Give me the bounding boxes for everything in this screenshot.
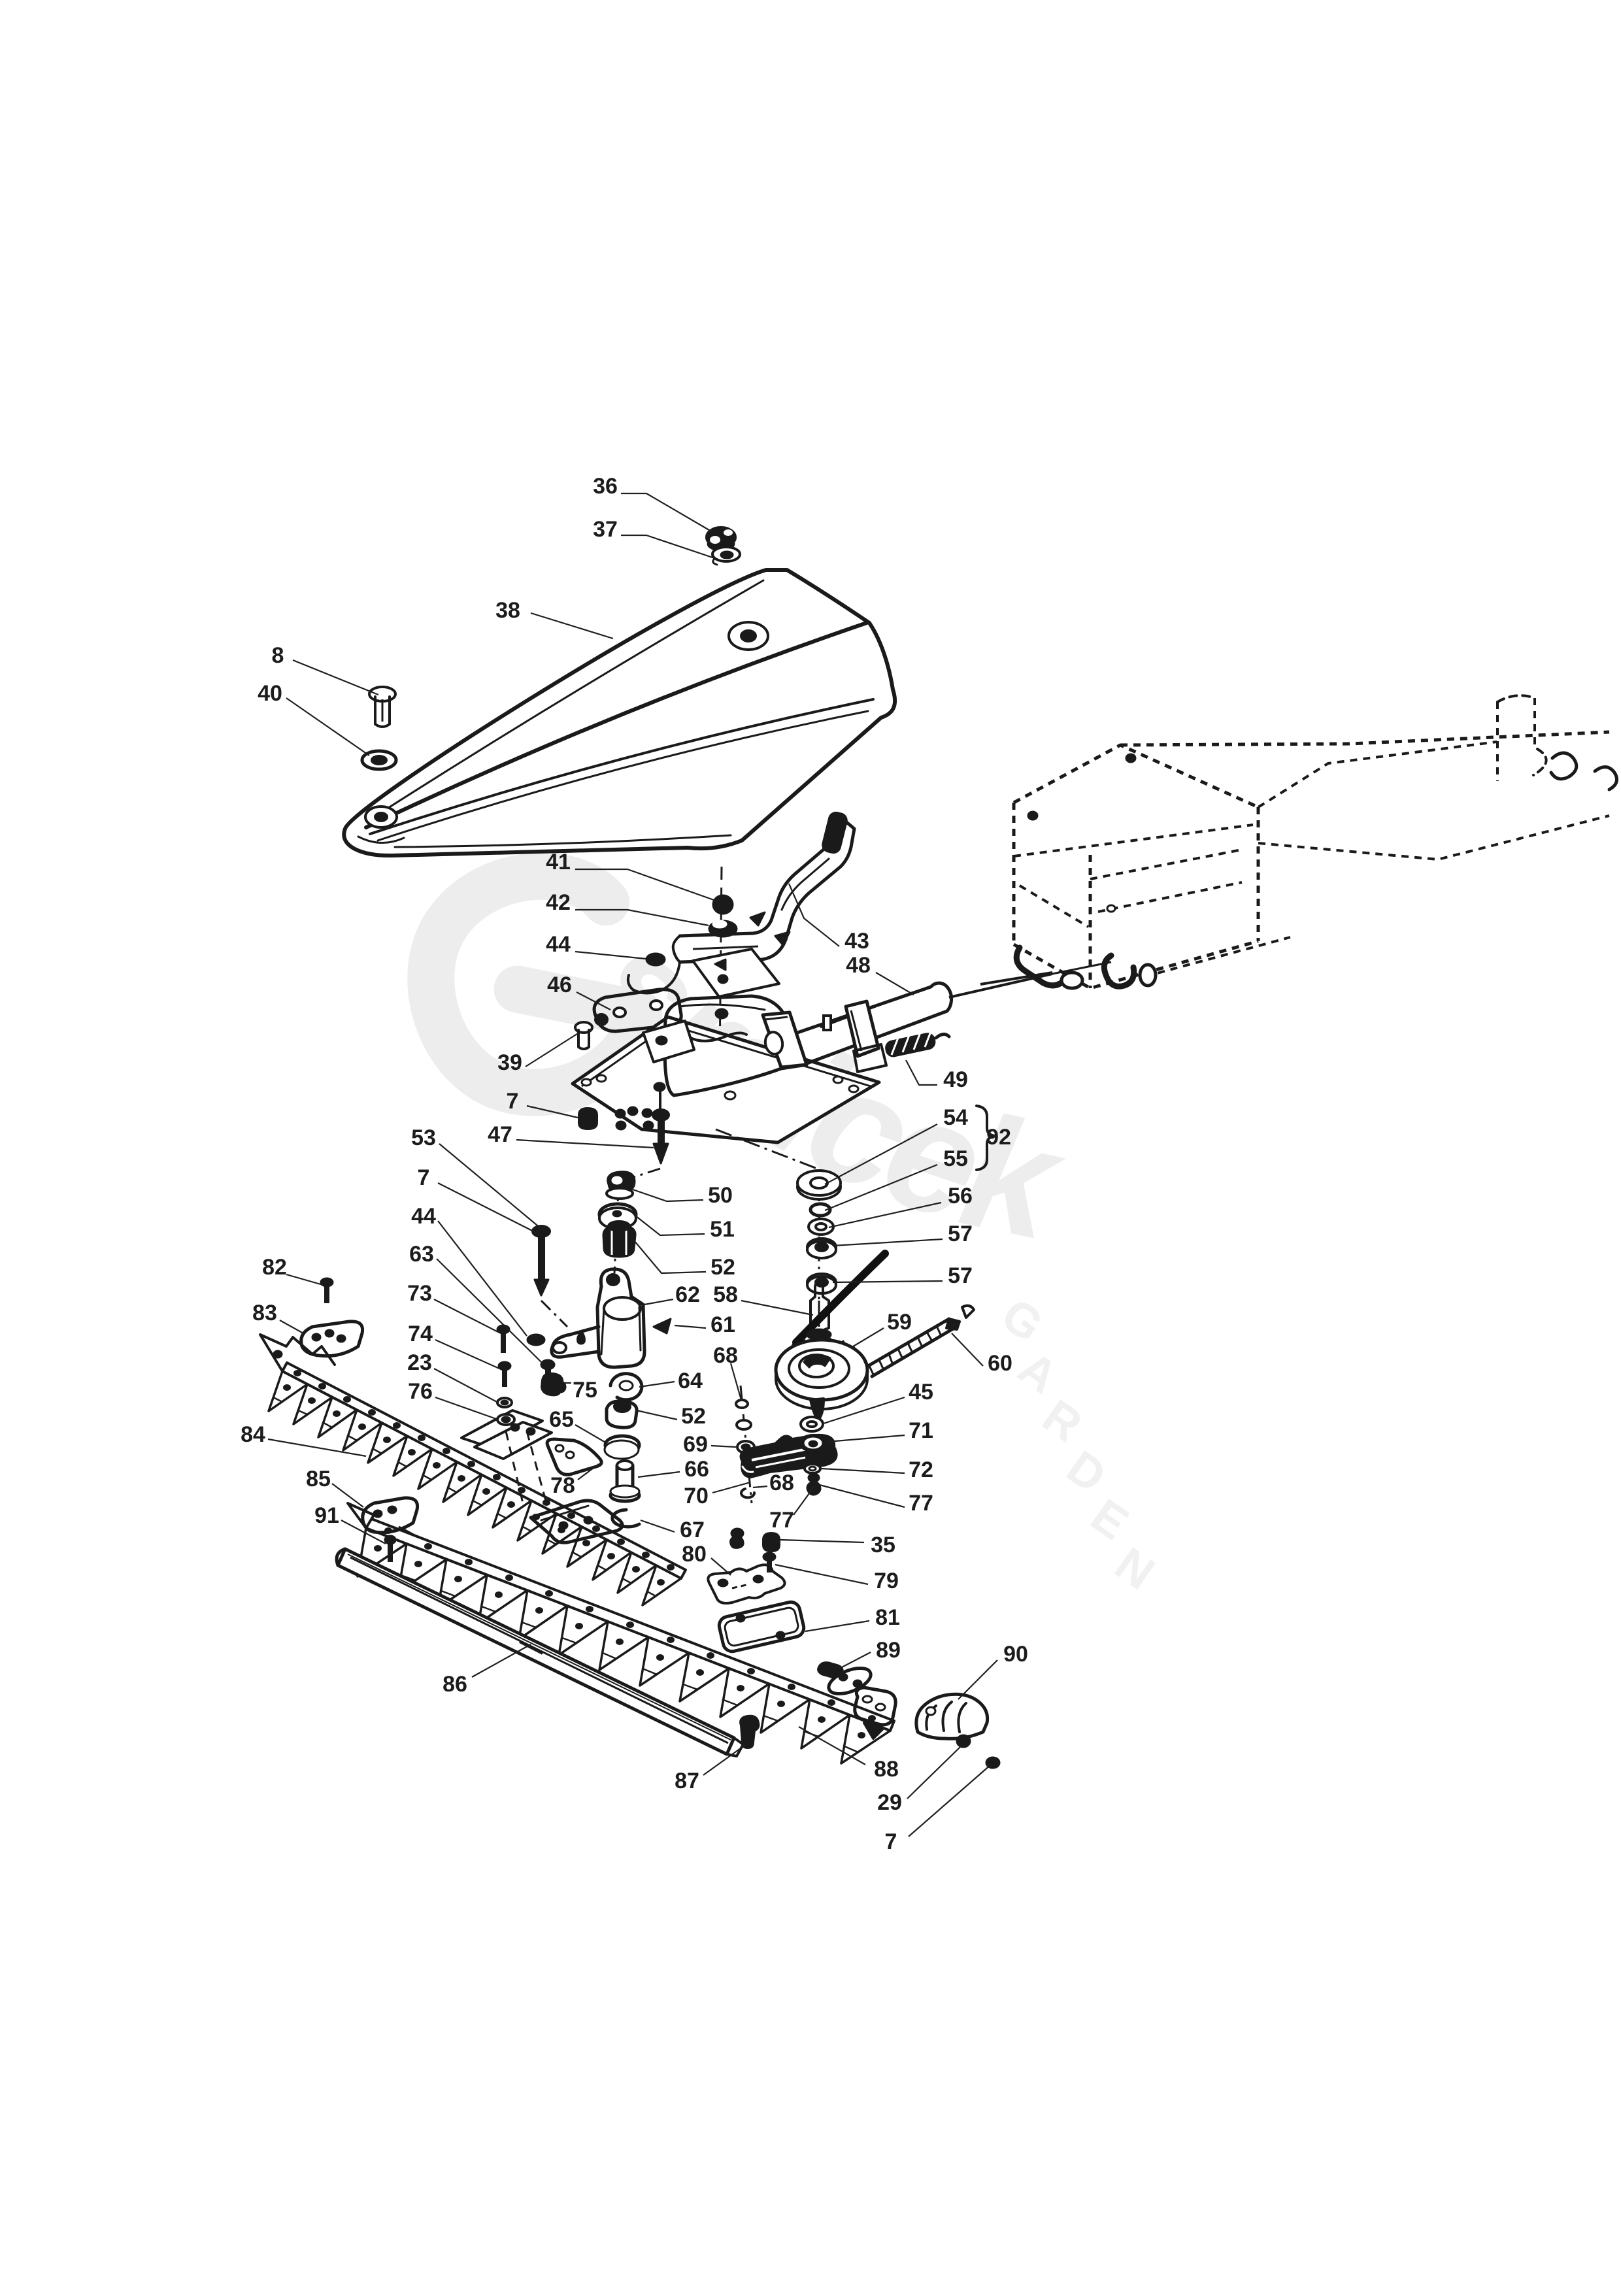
svg-text:82: 82 [262,1255,287,1280]
svg-text:86: 86 [443,1672,467,1697]
svg-text:36: 36 [593,474,618,499]
svg-text:52: 52 [681,1404,706,1429]
svg-text:55: 55 [943,1146,968,1171]
svg-text:39: 39 [497,1050,522,1075]
svg-text:43: 43 [844,929,869,954]
svg-text:85: 85 [306,1467,331,1491]
svg-text:56: 56 [948,1184,973,1208]
svg-text:81: 81 [875,1605,900,1630]
svg-text:68: 68 [713,1343,738,1368]
svg-text:67: 67 [680,1518,705,1542]
svg-text:83: 83 [252,1301,277,1325]
svg-text:54: 54 [943,1105,968,1130]
svg-text:52: 52 [710,1255,735,1280]
svg-text:62: 62 [675,1282,700,1307]
svg-text:72: 72 [909,1457,933,1482]
svg-text:47: 47 [488,1122,512,1147]
svg-text:84: 84 [241,1422,265,1447]
svg-text:53: 53 [411,1125,436,1150]
svg-text:7: 7 [418,1165,430,1190]
svg-text:80: 80 [682,1542,707,1567]
svg-text:8: 8 [272,643,284,668]
svg-text:78: 78 [550,1473,575,1498]
svg-text:70: 70 [684,1484,709,1508]
svg-text:91: 91 [314,1503,339,1528]
svg-text:77: 77 [769,1508,794,1533]
svg-text:73: 73 [407,1281,432,1306]
svg-text:68: 68 [769,1471,794,1495]
svg-text:66: 66 [684,1457,709,1482]
svg-text:88: 88 [874,1757,899,1782]
svg-text:46: 46 [547,973,572,997]
svg-text:64: 64 [678,1369,703,1393]
svg-text:41: 41 [546,850,571,874]
svg-text:87: 87 [675,1769,699,1793]
svg-text:37: 37 [593,517,618,542]
svg-text:23: 23 [407,1350,432,1375]
svg-text:38: 38 [495,598,520,623]
svg-text:92: 92 [986,1125,1011,1150]
svg-text:29: 29 [877,1790,902,1815]
svg-text:65: 65 [549,1407,574,1432]
svg-text:44: 44 [546,932,571,957]
svg-text:35: 35 [871,1533,895,1557]
svg-text:79: 79 [874,1569,899,1593]
svg-text:69: 69 [683,1432,708,1457]
svg-text:51: 51 [710,1217,735,1242]
svg-text:50: 50 [708,1183,733,1208]
svg-text:57: 57 [948,1222,973,1246]
svg-text:40: 40 [258,681,282,706]
svg-text:49: 49 [943,1067,968,1092]
svg-text:77: 77 [909,1491,933,1516]
svg-text:89: 89 [876,1638,901,1663]
svg-text:48: 48 [846,953,871,978]
svg-text:90: 90 [1003,1642,1028,1667]
svg-text:60: 60 [988,1351,1012,1376]
svg-text:75: 75 [573,1378,597,1403]
svg-text:63: 63 [409,1242,434,1267]
svg-text:42: 42 [546,890,571,915]
svg-text:76: 76 [408,1379,433,1404]
svg-text:74: 74 [408,1322,433,1346]
svg-text:7: 7 [507,1089,519,1114]
svg-text:44: 44 [411,1204,436,1229]
svg-text:61: 61 [710,1312,735,1337]
svg-text:57: 57 [948,1263,973,1288]
svg-text:45: 45 [909,1380,933,1405]
svg-text:71: 71 [909,1418,933,1443]
svg-text:7: 7 [885,1829,897,1854]
svg-text:59: 59 [887,1310,912,1335]
svg-text:58: 58 [713,1282,738,1307]
